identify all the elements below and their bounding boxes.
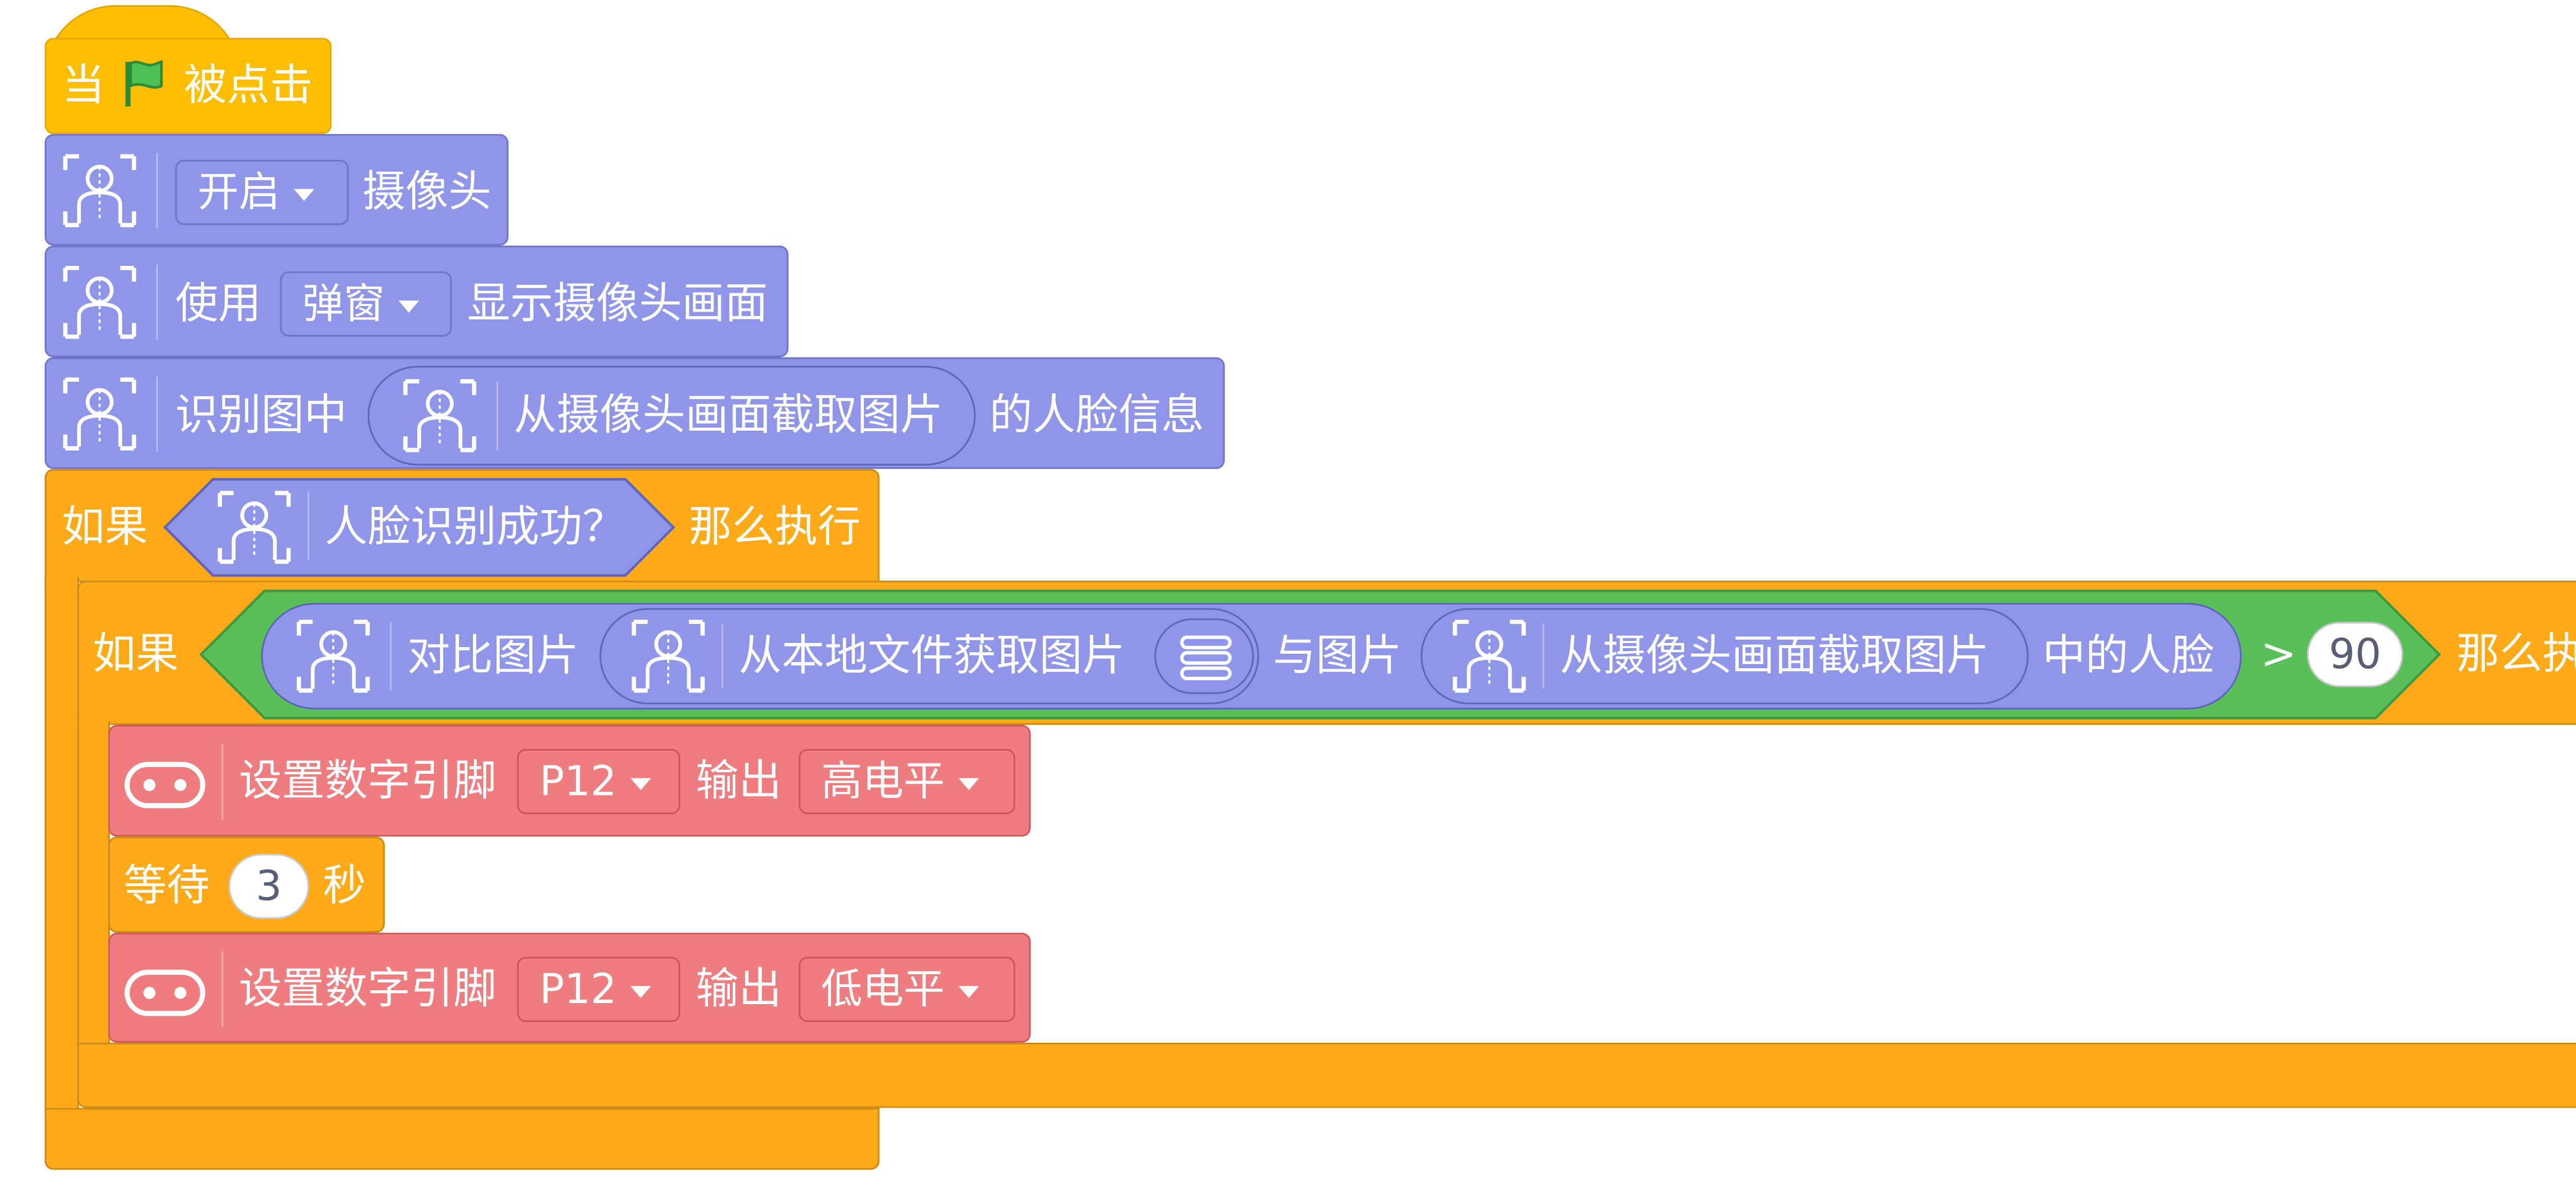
greater-than-operator: > [2260, 629, 2297, 679]
file-list-slot[interactable] [1154, 618, 1254, 694]
capture-camera-image-reporter[interactable]: 从摄像头画面截取图片 [1420, 608, 2029, 705]
block-separator [156, 376, 158, 452]
green-flag-icon [125, 60, 163, 107]
pin-dropdown[interactable]: P12 [517, 957, 681, 1022]
if-face-detected-block[interactable]: 如果 人脸识别成功？ 那么执行 [44, 469, 880, 583]
recognize-prefix: 识别图中 [175, 389, 347, 440]
compare-label: 对比图片 [407, 630, 579, 681]
block-separator [721, 623, 723, 689]
face-portrait-icon [63, 265, 137, 339]
block-separator [1543, 623, 1545, 689]
wait-block[interactable]: 等待 3 秒 [108, 836, 385, 933]
recognize-suffix: 的人脸信息 [989, 389, 1205, 440]
face-portrait-icon [296, 619, 370, 693]
camera-open-block[interactable]: 开启 摄像头 [44, 134, 509, 246]
face-detected-label: 人脸识别成功？ [325, 501, 625, 552]
block-separator [389, 621, 392, 691]
set-pin-label: 设置数字引脚 [239, 756, 497, 806]
face-portrait-icon [632, 619, 705, 693]
level-value: 高电平 [821, 757, 945, 806]
block-separator [156, 152, 158, 229]
if-compare-block[interactable]: 如果 对比图片 从本地文件获取图片 [77, 580, 2576, 725]
camera-display-block[interactable]: 使用 弹窗 显示摄像头画面 [44, 245, 789, 358]
use-label: 使用 [175, 278, 261, 328]
level-dropdown[interactable]: 高电平 [799, 749, 1015, 815]
if-label: 如果 [62, 501, 148, 552]
when-flag-clicked-block[interactable]: 当 被点击 [44, 38, 332, 134]
chevron-down-icon [398, 299, 419, 312]
wait-seconds-input[interactable]: 3 [228, 854, 310, 919]
block-separator [156, 264, 158, 341]
set-pin-low-block[interactable]: 设置数字引脚 P12 输出 低电平 [108, 932, 1031, 1043]
block-separator [222, 952, 224, 1027]
similarity-threshold-input[interactable]: 90 [2307, 621, 2403, 687]
seconds-label: 秒 [323, 860, 366, 911]
if-face-detected-footer [44, 1108, 880, 1170]
list-icon [1180, 635, 1232, 681]
faces-label: 中的人脸 [2042, 630, 2214, 681]
if-compare-footer [77, 1042, 2576, 1108]
camera-label: 摄像头 [362, 166, 492, 217]
block-separator [496, 381, 498, 450]
pin-value: P12 [539, 757, 617, 806]
face-portrait-icon [63, 154, 137, 227]
output-label: 输出 [696, 963, 782, 1014]
capture-image-label: 从摄像头画面截取图片 [1560, 630, 1990, 681]
chevron-down-icon [294, 188, 315, 200]
block-separator [307, 491, 310, 560]
microbit-board-icon [124, 761, 206, 808]
pin-dropdown[interactable]: P12 [517, 749, 681, 815]
set-pin-label: 设置数字引脚 [239, 963, 497, 1014]
chevron-down-icon [958, 777, 979, 790]
camera-state-value: 开启 [197, 168, 280, 217]
capture-camera-image-reporter[interactable]: 从摄像头画面截取图片 [367, 366, 976, 466]
display-mode-value: 弹窗 [302, 280, 385, 328]
recognize-face-block[interactable]: 识别图中 从摄像头画面截取图片 的人脸信息 [44, 357, 1225, 469]
camera-state-dropdown[interactable]: 开启 [175, 160, 349, 225]
hat-clicked-label: 被点击 [183, 60, 313, 110]
face-portrait-icon [403, 379, 477, 452]
then-label: 那么执行 [2456, 629, 2576, 679]
then-label: 那么执行 [689, 501, 861, 552]
chevron-down-icon [630, 985, 651, 997]
local-file-label: 从本地文件获取图片 [738, 630, 1125, 681]
hat-when-label: 当 [62, 60, 105, 110]
face-portrait-icon [63, 377, 137, 451]
if-label: 如果 [93, 629, 179, 679]
display-camera-label: 显示摄像头画面 [467, 278, 768, 328]
if-compare-arm [77, 721, 110, 1048]
output-label: 输出 [696, 756, 782, 806]
wait-label: 等待 [124, 860, 210, 911]
microbit-board-icon [124, 970, 206, 1016]
display-mode-dropdown[interactable]: 弹窗 [280, 271, 452, 337]
with-image-label: 与图片 [1273, 630, 1402, 681]
face-portrait-icon [217, 490, 291, 564]
level-dropdown[interactable]: 低电平 [799, 957, 1015, 1022]
face-portrait-icon [1452, 619, 1526, 693]
if-face-detected-arm [44, 577, 79, 1113]
compare-images-reporter[interactable]: 对比图片 从本地文件获取图片 [261, 603, 2242, 710]
level-value: 低电平 [821, 965, 945, 1014]
local-file-image-reporter[interactable]: 从本地文件获取图片 [599, 608, 1259, 705]
pin-value: P12 [539, 965, 617, 1014]
face-detected-condition[interactable] [163, 478, 675, 577]
set-pin-high-block[interactable]: 设置数字引脚 P12 输出 高电平 [108, 725, 1031, 837]
capture-image-label: 从摄像头画面截取图片 [513, 389, 943, 440]
chevron-down-icon [958, 985, 979, 997]
chevron-down-icon [630, 777, 651, 790]
block-separator [222, 743, 224, 820]
